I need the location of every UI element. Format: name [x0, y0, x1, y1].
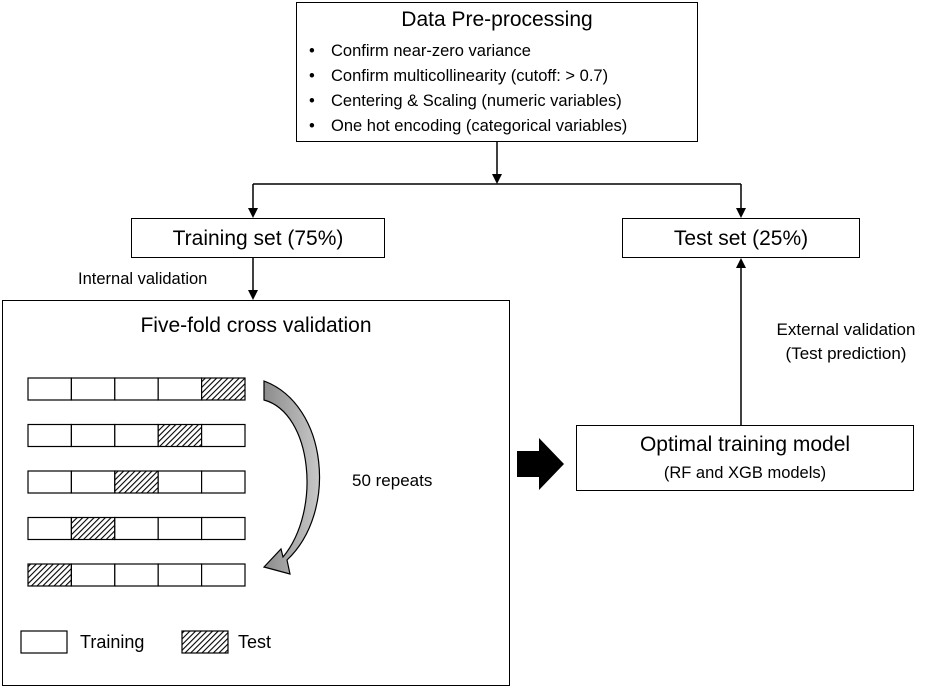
- arrowhead-external-validation: [736, 258, 746, 268]
- curved-repeat-arrow-icon: [262, 380, 321, 575]
- optimal-model-title: Optimal training model: [639, 433, 851, 456]
- optimal-model-box: Optimal training model (RF and XGB model…: [576, 425, 914, 491]
- test-set-label: Test set (25%): [673, 227, 809, 250]
- arrowhead-to-test: [736, 208, 746, 218]
- preprocessing-item: Confirm near-zero variance: [309, 39, 627, 64]
- legend-test-swatch: [181, 630, 229, 654]
- training-set-label: Training set (75%): [172, 227, 344, 250]
- fold-cell-training: [201, 470, 246, 494]
- cross-validation-title: Five-fold cross validation: [140, 314, 372, 337]
- arrowhead-pre-down: [492, 174, 502, 184]
- external-validation-label: External validation: [776, 320, 916, 339]
- internal-validation-label: Internal validation: [78, 270, 208, 288]
- legend-training-swatch: [20, 630, 68, 654]
- fold-cell-test: [201, 377, 246, 401]
- fold-cell-training: [201, 516, 246, 541]
- preprocessing-item: Confirm multicollinearity (cutoff: > 0.7…: [309, 64, 627, 89]
- test-prediction-label: (Test prediction): [785, 344, 907, 363]
- arrowhead-internal-validation: [248, 290, 258, 300]
- legend-test-label: Test: [238, 632, 272, 652]
- preprocessing-box: Data Pre-processing Confirm near-zero va…: [296, 2, 698, 142]
- preprocessing-title: Data Pre-processing: [401, 8, 593, 31]
- fold-cell-training: [201, 423, 246, 448]
- fold-cell-training: [201, 563, 246, 587]
- training-set-box: Training set (75%): [131, 218, 385, 258]
- preprocessing-list: Confirm near-zero variance Confirm multi…: [309, 39, 627, 139]
- arrowhead-to-training: [248, 208, 258, 218]
- preprocessing-item: One hot encoding (categorical variables): [309, 114, 627, 139]
- block-arrow-icon: [517, 438, 564, 490]
- legend-training-label: Training: [80, 632, 145, 652]
- optimal-model-subtitle: (RF and XGB models): [663, 464, 827, 482]
- test-set-box: Test set (25%): [622, 218, 860, 258]
- fold-grid: [27, 377, 246, 587]
- repeats-label: 50 repeats: [352, 471, 433, 490]
- cross-validation-box: Five-fold cross validation: [2, 300, 510, 686]
- preprocessing-item: Centering & Scaling (numeric variables): [309, 89, 627, 114]
